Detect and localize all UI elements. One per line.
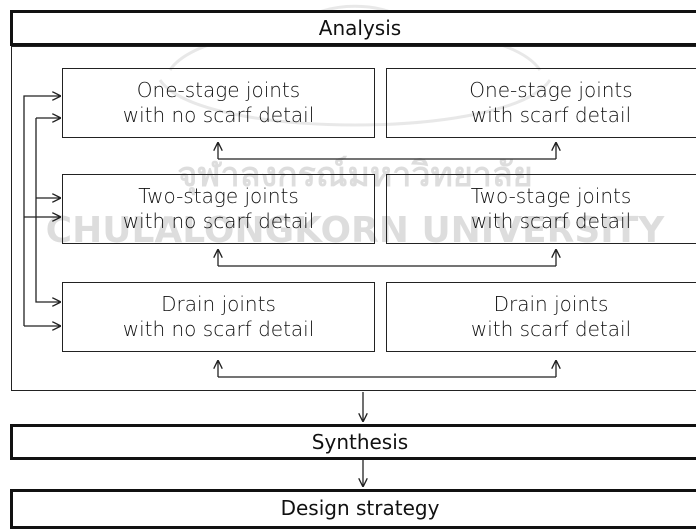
one-stage-scarf-box: One-stage joints with scarf detail: [386, 68, 696, 138]
box-line1: One-stage joints: [469, 78, 633, 102]
loop-arrow-outer: [23, 96, 60, 326]
box-line2: with scarf detail: [470, 103, 632, 127]
box-line1: Two-stage joints: [138, 184, 299, 208]
box-line1: One-stage joints: [136, 78, 301, 102]
analysis-label: Analysis: [318, 16, 402, 40]
analysis-bar: Analysis: [10, 10, 696, 46]
drain-no-scarf-box: Drain joints with no scarf detail: [62, 282, 375, 352]
synthesis-label: Synthesis: [311, 430, 409, 454]
box-line1: Two-stage joints: [470, 184, 632, 208]
loop-arrow-inner-line: [35, 118, 60, 302]
two-stage-no-scarf-box: Two-stage joints with no scarf detail: [62, 174, 375, 244]
one-stage-no-scarf-box: One-stage joints with no scarf detail: [62, 68, 375, 138]
design-strategy-label: Design strategy: [280, 496, 440, 520]
box-line2: with scarf detail: [470, 209, 632, 233]
analysis-frame: [11, 46, 696, 391]
drain-scarf-box: Drain joints with scarf detail: [386, 282, 696, 352]
synthesis-bar: Synthesis: [10, 424, 696, 460]
box-line2: with no scarf detail: [122, 103, 315, 127]
box-line2: with no scarf detail: [122, 209, 315, 233]
design-strategy-bar: Design strategy: [10, 489, 696, 529]
box-line2: with scarf detail: [470, 317, 632, 341]
box-line1: Drain joints: [161, 292, 276, 316]
two-stage-scarf-box: Two-stage joints with scarf detail: [386, 174, 696, 244]
box-line2: with no scarf detail: [122, 317, 315, 341]
box-line1: Drain joints: [493, 292, 609, 316]
